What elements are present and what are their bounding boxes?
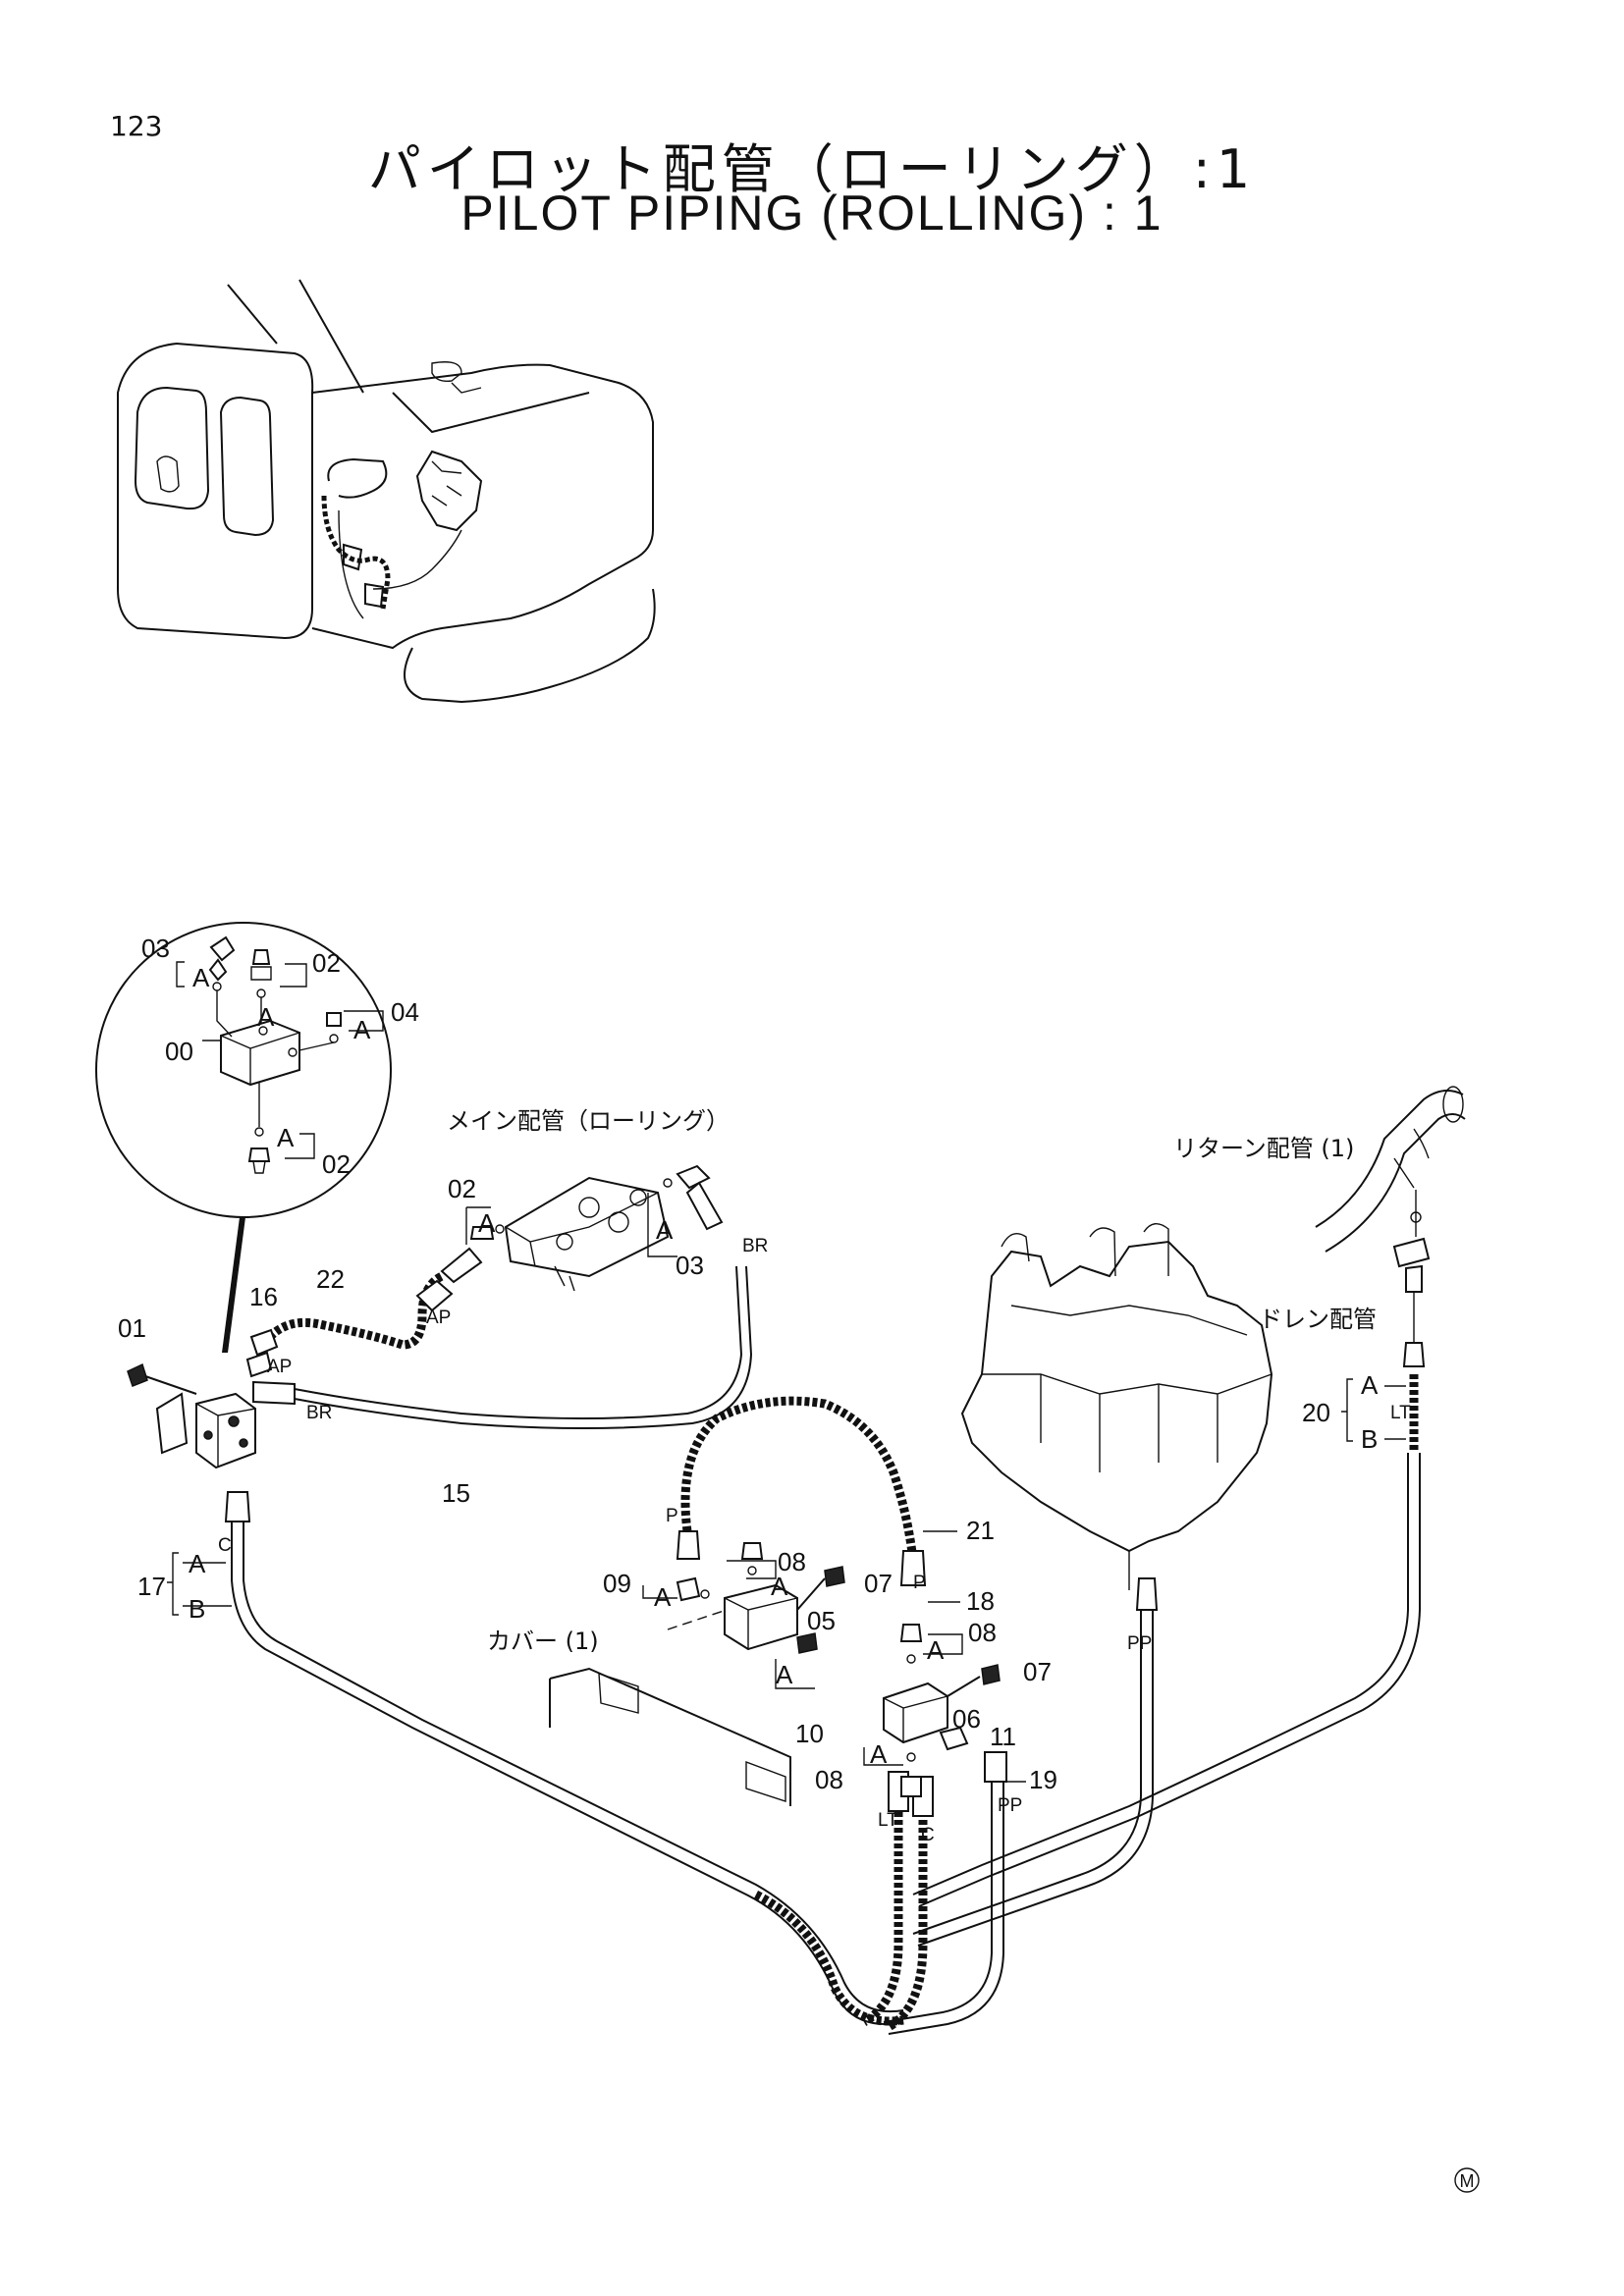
label-10: 10 (795, 1719, 824, 1748)
title-english: PILOT PIPING (ROLLING) : 1 (460, 186, 1164, 240)
label-pp-valve: PP (1127, 1633, 1152, 1654)
label-lt-20: LT (1390, 1403, 1411, 1423)
bracket-17 (167, 1552, 232, 1616)
label-02-main: 02 (448, 1174, 476, 1203)
label-09: 09 (603, 1569, 631, 1598)
label-03-main: 03 (676, 1251, 704, 1280)
bracket-20 (1341, 1378, 1406, 1442)
label-p-21: P (666, 1506, 678, 1526)
label-a-main-1: A (478, 1208, 496, 1238)
label-a-detail-1: A (192, 963, 210, 992)
label-08-c: 08 (815, 1765, 843, 1794)
label-drain-piping: ドレン配管 (1259, 1306, 1377, 1333)
label-a-08c: A (870, 1739, 888, 1769)
title-japanese: パイロット配管（ローリング）:1 (367, 138, 1257, 200)
label-cover: カバー (1) (487, 1628, 599, 1655)
control-valve (960, 1223, 1273, 1611)
part-labels: 03 02 04 00 02 A A A A メイン配管（ローリング） 02 A… (118, 934, 1480, 2193)
excavator-overview (117, 279, 656, 704)
label-08-a: 08 (778, 1547, 806, 1576)
label-08-b: 08 (968, 1618, 997, 1647)
label-a-09: A (654, 1582, 672, 1612)
label-c-17: C (218, 1535, 232, 1556)
maker-mark-circle (1454, 2167, 1480, 2193)
return-piping (1315, 1086, 1466, 1367)
label-16: 16 (249, 1282, 278, 1311)
label-03-detail: 03 (141, 934, 170, 963)
label-11: 11 (990, 1722, 1016, 1751)
label-05: 05 (807, 1606, 836, 1635)
label-18: 18 (966, 1586, 995, 1616)
label-20: 20 (1302, 1398, 1330, 1427)
label-lt-bottom: LT (878, 1810, 898, 1831)
blocks-05-06 (549, 1542, 1001, 1806)
label-17: 17 (137, 1572, 166, 1601)
label-a-20: A (1361, 1370, 1379, 1400)
label-br-block: BR (306, 1403, 332, 1423)
label-ap-main: AP (426, 1308, 451, 1328)
label-07-a: 07 (864, 1569, 893, 1598)
label-b-17: B (189, 1594, 205, 1624)
label-a-17: A (189, 1549, 206, 1578)
label-a-08: A (771, 1572, 788, 1601)
label-a-detail-3: A (353, 1015, 371, 1044)
main-piping-valve (465, 1164, 724, 1292)
detail-circle (95, 922, 392, 1353)
label-ap-block: AP (267, 1357, 292, 1377)
label-04: 04 (391, 997, 419, 1027)
label-02-detail-bottom: 02 (322, 1149, 351, 1179)
label-21: 21 (966, 1516, 995, 1545)
maker-mark: M (1460, 2171, 1475, 2191)
label-pp-19: PP (998, 1795, 1022, 1816)
label-01: 01 (118, 1313, 146, 1343)
label-a-detail-4: A (277, 1123, 295, 1152)
label-br-top: BR (742, 1236, 768, 1256)
label-15: 15 (442, 1478, 470, 1508)
label-return-piping: リターン配管 (1) (1173, 1135, 1354, 1162)
hoses (224, 1247, 1421, 2035)
page-number: 123 (110, 110, 163, 142)
label-07-b: 07 (1023, 1657, 1052, 1686)
label-c-bottom: C (921, 1825, 935, 1845)
label-a-10: A (776, 1660, 793, 1689)
label-p-18: P (913, 1573, 926, 1593)
label-a-main-2: A (656, 1215, 674, 1245)
label-main-piping: メイン配管（ローリング） (447, 1107, 730, 1135)
label-22: 22 (316, 1264, 345, 1294)
label-a-detail-2: A (257, 1002, 275, 1032)
label-a-08b: A (927, 1635, 945, 1665)
label-b-20: B (1361, 1424, 1378, 1454)
label-00: 00 (165, 1037, 193, 1066)
label-02-detail-top: 02 (312, 948, 341, 978)
label-06: 06 (952, 1704, 981, 1734)
pilot-block-assembly (127, 1328, 279, 1469)
label-19: 19 (1029, 1765, 1057, 1794)
